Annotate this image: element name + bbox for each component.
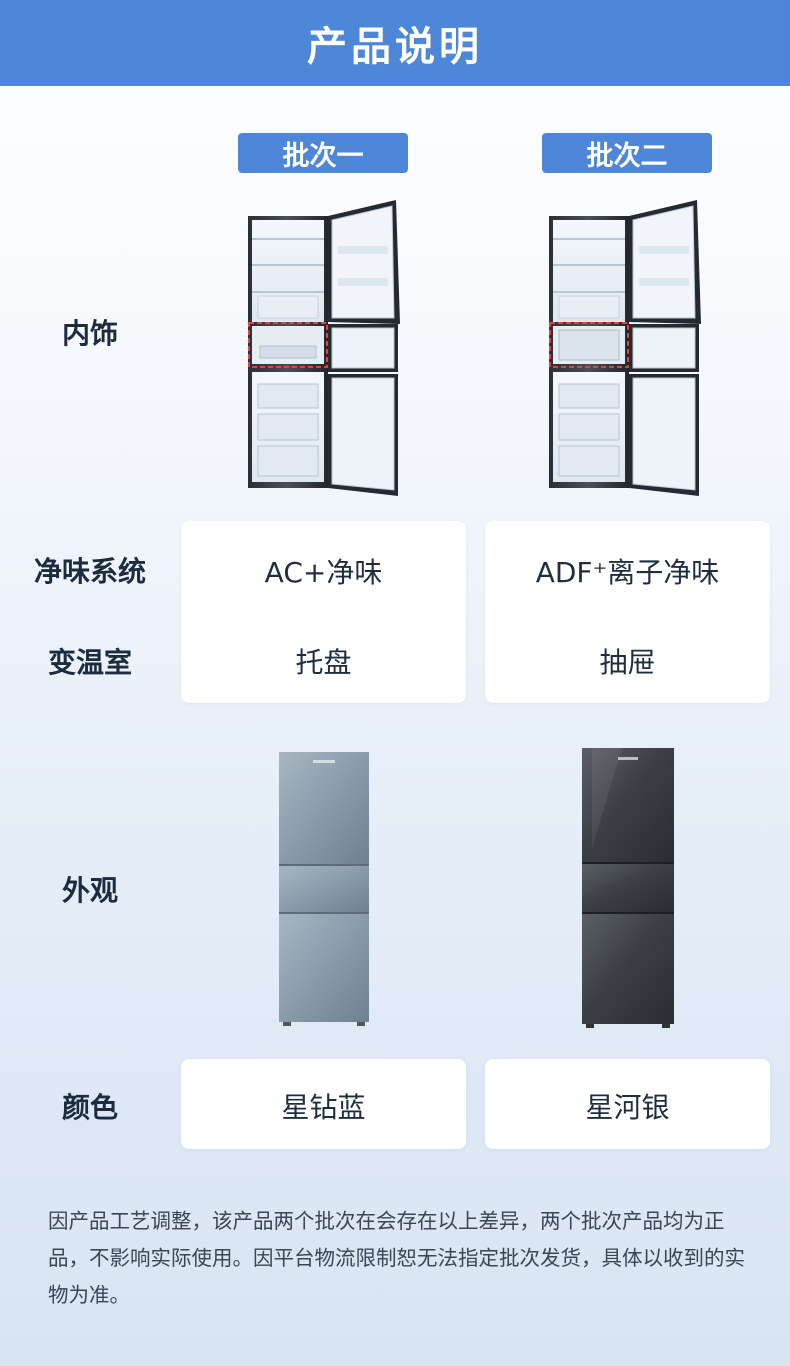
row-label-appearance: 外观 (61, 874, 118, 907)
odor-system-value-batch-two: ADF⁺离子净味 (535, 556, 720, 589)
variable-temp-value-batch-one: 托盘 (295, 646, 352, 679)
color-card-batch-one: 星钻蓝 (181, 1059, 466, 1149)
row-label-color: 颜色 (61, 1091, 118, 1124)
variable-temp-value-batch-two: 抽屉 (599, 646, 656, 679)
closed-fridge-star-river-silver-image (582, 748, 674, 1028)
page-title: 产品说明 (307, 24, 483, 70)
row-label-variable-temp: 变温室 (47, 646, 132, 679)
drawer-highlight (549, 322, 629, 368)
row-label-interior: 内饰 (61, 317, 118, 350)
color-value-batch-one: 星钻蓝 (281, 1091, 366, 1124)
color-value-batch-two: 星河银 (585, 1091, 670, 1124)
odor-system-value-batch-one: AC+净味 (264, 556, 383, 589)
color-card-batch-two: 星河银 (485, 1059, 770, 1149)
header-banner: 产品说明 (0, 0, 790, 86)
footnote-text: 因产品工艺调整，该产品两个批次在会存在以上差异，两个批次产品均为正品，不影响实际… (48, 1209, 745, 1307)
open-fridge-batch-two-image (549, 200, 701, 496)
batch-two-badge: 批次二 (542, 133, 712, 173)
spec-card-batch-one: AC+净味 托盘 (181, 521, 466, 703)
tray-highlight (248, 322, 328, 368)
closed-fridge-star-diamond-blue-image (279, 752, 369, 1026)
row-label-odor-system: 净味系统 (33, 555, 146, 588)
spec-card-batch-two: ADF⁺离子净味 抽屉 (485, 521, 770, 703)
open-fridge-batch-one-image (248, 200, 400, 496)
batch-one-badge: 批次一 (238, 133, 408, 173)
